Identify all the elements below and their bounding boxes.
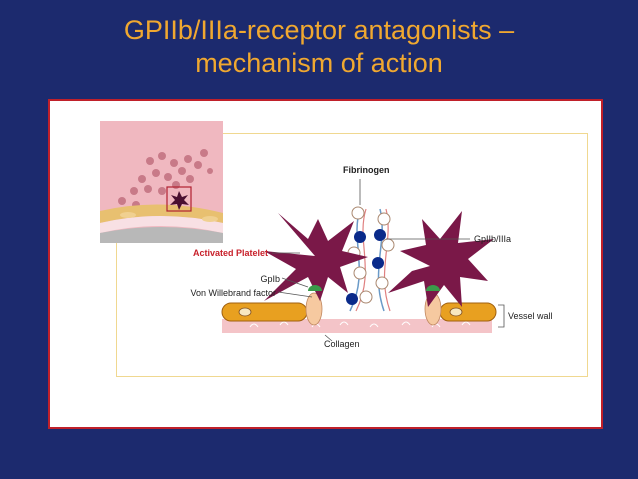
leader-lines — [272, 179, 505, 342]
gp2b3a-receptors — [346, 229, 386, 305]
vessel-wall — [221, 302, 497, 333]
label-activated-platelet: Activated Platelet — [193, 248, 268, 258]
label-gp2b3a: GpIIb/IIIa — [474, 234, 511, 244]
endothelial-cell-left — [221, 302, 308, 322]
title-line-1: GPIIb/IIIa-receptor antagonists – — [123, 15, 515, 45]
label-vessel-wall: Vessel wall — [508, 311, 553, 321]
inset-micrograph — [100, 121, 223, 243]
figure-frame — [116, 133, 588, 377]
mechanism-diagram: Fibrinogen GpIIb/IIIa Activated Platelet… — [100, 121, 553, 349]
label-vwf: Von Willebrand factor — [190, 288, 276, 298]
label-gp1b: GpIb — [260, 274, 280, 284]
endothelial-cell-right — [439, 302, 497, 322]
label-fibrinogen: Fibrinogen — [343, 165, 390, 175]
activated-platelet-left — [264, 213, 368, 301]
activated-platelet-right — [388, 211, 494, 307]
title-line-2: mechanism of action — [195, 48, 443, 78]
gp1b-receptors — [308, 285, 440, 291]
label-collagen: Collagen — [324, 339, 360, 349]
slide-title: GPIIb/IIIa-receptor antagonists – mechan… — [0, 14, 638, 80]
diagram-panel: Fibrinogen GpIIb/IIIa Activated Platelet… — [48, 99, 603, 429]
